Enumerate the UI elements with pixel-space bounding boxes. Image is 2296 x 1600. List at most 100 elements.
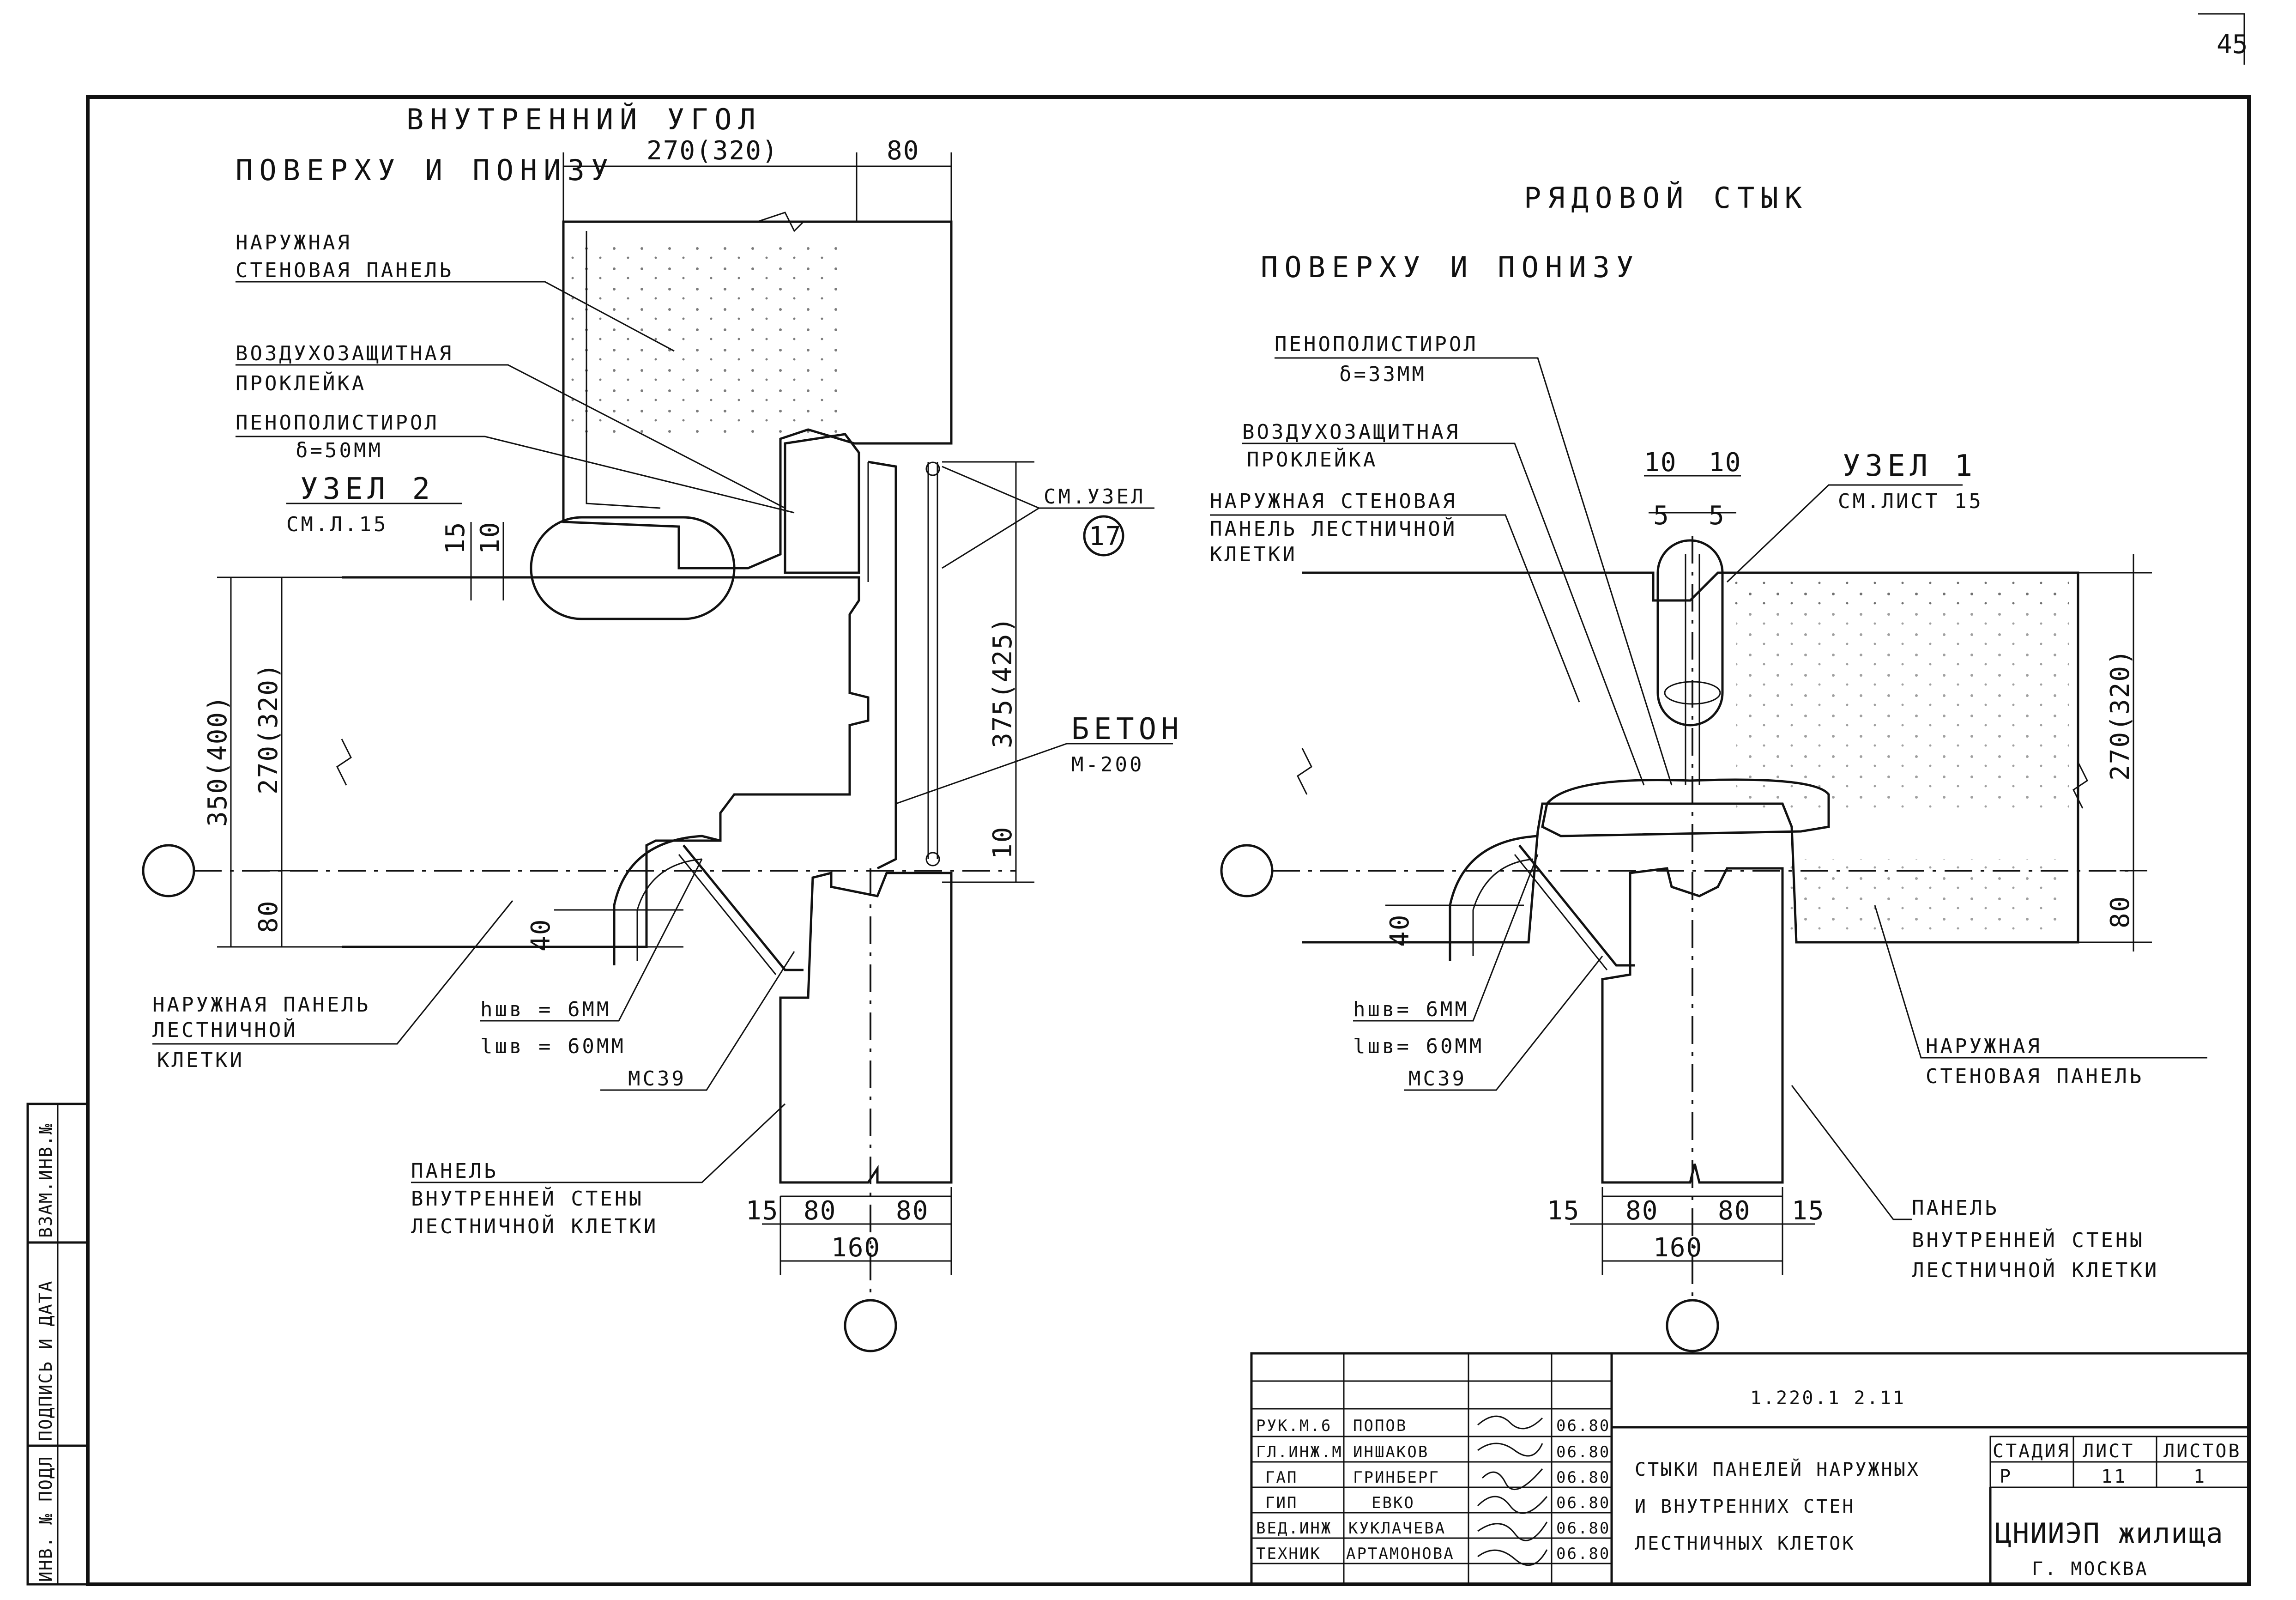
lower-outer-panel <box>342 576 870 948</box>
label-foam-2: δ=50ММ <box>296 439 383 462</box>
label-foam-right-2: δ=33ММ <box>1339 363 1426 386</box>
stamp-inv-no: ИНВ. № ПОДЛ <box>36 1455 56 1582</box>
label-foam-right-1: ПЕНОПОЛИСТИРОЛ <box>1275 333 1478 356</box>
dim-80a-bottom-left: 80 <box>804 1196 836 1226</box>
label-see-node: СМ.УЗЕЛ <box>1044 485 1145 509</box>
dim-80a-bottom-right: 80 <box>1625 1196 1658 1226</box>
dim-270-left: 270(320) <box>254 662 284 794</box>
label-see-node-num: 17 <box>1089 521 1122 552</box>
label-node-2: УЗЕЛ 2 <box>300 472 435 506</box>
label-seam-h-left: hшв = 6ММ <box>480 998 611 1021</box>
dim-top-270: 270(320) <box>647 136 779 166</box>
dim-40-left: 40 <box>526 919 556 952</box>
tb-date-2: 06.80 <box>1556 1443 1610 1461</box>
label-air-seal-2: ПРОКЛЕЙКА <box>236 371 366 395</box>
left-detail: ВНУТРЕННИЙ УГОЛ ПОВЕРХУ И ПОНИЗУ 270(320… <box>142 103 1184 1352</box>
dim-10b-right: 10 <box>1709 448 1741 478</box>
left-heading: ВНУТРЕННИЙ УГОЛ <box>406 103 762 136</box>
stamp-replace-inv: ВЗАМ.ИНВ.№ <box>36 1123 56 1238</box>
tb-title-1: СТЫКИ ПАНЕЛЕЙ НАРУЖНЫХ <box>1635 1458 1920 1480</box>
label-stair-panel-right-2: ПАНЕЛЬ ЛЕСТНИЧНОЙ <box>1210 516 1457 541</box>
label-inner-panel-right-2: ВНУТРЕННЕЙ СТЕНЫ <box>1912 1228 2145 1252</box>
tb-sheet: 11 <box>2101 1466 2127 1487</box>
label-air-seal-1: ВОЗДУХОЗАЩИТНАЯ <box>236 342 453 365</box>
label-node-1-ref: СМ.ЛИСТ 15 <box>1838 490 1983 513</box>
dim-375: 375(425) <box>988 616 1018 748</box>
dim-270-right: 270(320) <box>2105 648 2135 781</box>
dim-80b-bottom-right: 80 <box>1718 1196 1751 1226</box>
tb-date-3: 06.80 <box>1556 1468 1610 1487</box>
label-mastic-left: МС39 <box>628 1067 686 1091</box>
axis-bubble-right <box>1220 844 1274 897</box>
tb-date-1: 06.80 <box>1556 1417 1610 1435</box>
axis-bubble-left-bottom <box>844 1299 897 1352</box>
inner-wall-panel <box>779 871 953 1184</box>
tb-date-5: 06.80 <box>1556 1519 1610 1538</box>
tb-stage-label: СТАДИЯ <box>1993 1441 2071 1462</box>
label-inner-panel-right-3: ЛЕСТНИЧНОЙ КЛЕТКИ <box>1912 1258 2159 1282</box>
label-stair-panel-3: КЛЕТКИ <box>157 1048 244 1072</box>
tb-city: Г. МОСКВА <box>2032 1558 2149 1580</box>
label-air-seal-right-2: ПРОКЛЕЙКА <box>1247 447 1378 472</box>
label-outer-panel-2: СТЕНОВАЯ ПАНЕЛЬ <box>236 259 453 282</box>
tb-sheets: 1 <box>2193 1466 2206 1487</box>
node-2-outline <box>530 516 736 620</box>
tb-org: ЦНИИЭП жилища <box>1995 1517 2224 1550</box>
label-inner-panel-3: ЛЕСТНИЧНОЙ КЛЕТКИ <box>411 1214 658 1238</box>
sheet-frame <box>86 95 2251 1586</box>
dim-80-left: 80 <box>254 900 284 933</box>
dim-5b-right: 5 <box>1709 501 1725 531</box>
label-stair-panel-right-3: КЛЕТКИ <box>1210 543 1297 566</box>
label-stair-panel-2: ЛЕСТНИЧНОЙ <box>152 1018 298 1042</box>
right-heading: РЯДОВОЙ СТЫК <box>1524 181 1808 215</box>
tb-name-5: КУКЛАЧЕВА <box>1348 1519 1446 1538</box>
tb-name-4: ЕВКО <box>1372 1494 1415 1512</box>
axis-bubble-right-bottom <box>1666 1299 1719 1352</box>
foam-insulation <box>784 433 860 574</box>
outer-wall-panel-right <box>1302 571 2079 944</box>
label-node-1: УЗЕЛ 1 <box>1843 449 1977 483</box>
tb-role-5: ВЕД.ИНЖ <box>1256 1519 1332 1538</box>
tb-date-4: 06.80 <box>1556 1494 1610 1512</box>
label-seam-l-right: lшв= 60ММ <box>1353 1035 1484 1058</box>
dim-5a-right: 5 <box>1653 501 1670 531</box>
dim-160-right: 160 <box>1653 1233 1703 1263</box>
label-concrete-1: БЕТОН <box>1071 712 1184 746</box>
right-subheading: ПОВЕРХУ И ПОНИЗУ <box>1261 250 1640 284</box>
tb-role-4: ГИП <box>1265 1494 1298 1512</box>
sheet-number: 45 <box>2217 30 2248 60</box>
tb-role-2: ГЛ.ИНЖ.М <box>1256 1443 1343 1461</box>
tb-role-3: ГАП <box>1265 1468 1298 1487</box>
label-outer-panel-right-2: СТЕНОВАЯ ПАНЕЛЬ <box>1926 1065 2144 1088</box>
label-inner-panel-1: ПАНЕЛЬ <box>411 1159 498 1183</box>
label-foam-1: ПЕНОПОЛИСТИРОЛ <box>236 411 439 435</box>
tb-name-6: АРТАМОНОВА <box>1346 1545 1455 1563</box>
see-node-circle <box>1083 515 1124 557</box>
title-block: РУК.М.6 ПОПОВ 06.80 ГЛ.ИНЖ.М ИНШАКОВ 06.… <box>1250 1352 2250 1586</box>
label-outer-panel-1: НАРУЖНАЯ <box>236 231 352 255</box>
outer-wall-panel <box>562 220 953 570</box>
dim-15-left: 15 <box>441 521 471 554</box>
dim-10-right: 10 <box>988 826 1018 859</box>
label-seam-h-right: hшв= 6ММ <box>1353 998 1469 1021</box>
side-stamp: ИНВ. № ПОДЛ ПОДПИСЬ И ДАТА ВЗАМ.ИНВ.№ <box>26 1103 89 1586</box>
dim-80-right: 80 <box>2105 896 2135 928</box>
label-inner-panel-right-1: ПАНЕЛЬ <box>1912 1196 1999 1220</box>
tb-title-2: И ВНУТРЕННИХ СТЕН <box>1635 1496 1855 1517</box>
dim-top-80: 80 <box>887 136 919 166</box>
node-1-outline <box>1656 539 1724 727</box>
tb-sheets-label: ЛИСТОВ <box>2163 1441 2242 1462</box>
tb-date-6: 06.80 <box>1556 1545 1610 1563</box>
tb-role-6: ТЕХНИК <box>1256 1545 1321 1563</box>
label-seam-l-left: lшв = 60ММ <box>480 1035 626 1058</box>
dim-40-right: 40 <box>1385 914 1415 947</box>
signatures <box>1477 1415 1548 1566</box>
dim-10-left: 10 <box>475 521 505 554</box>
inner-wall-panel-right <box>1601 867 1784 1184</box>
label-outer-panel-right-1: НАРУЖНАЯ <box>1926 1035 2042 1058</box>
label-mastic-right: МС39 <box>1408 1067 1467 1091</box>
foam-insulation-right <box>1541 778 1830 837</box>
label-concrete-2: М-200 <box>1071 753 1144 776</box>
stamp-signature: ПОДПИСЬ И ДАТА <box>36 1280 56 1441</box>
